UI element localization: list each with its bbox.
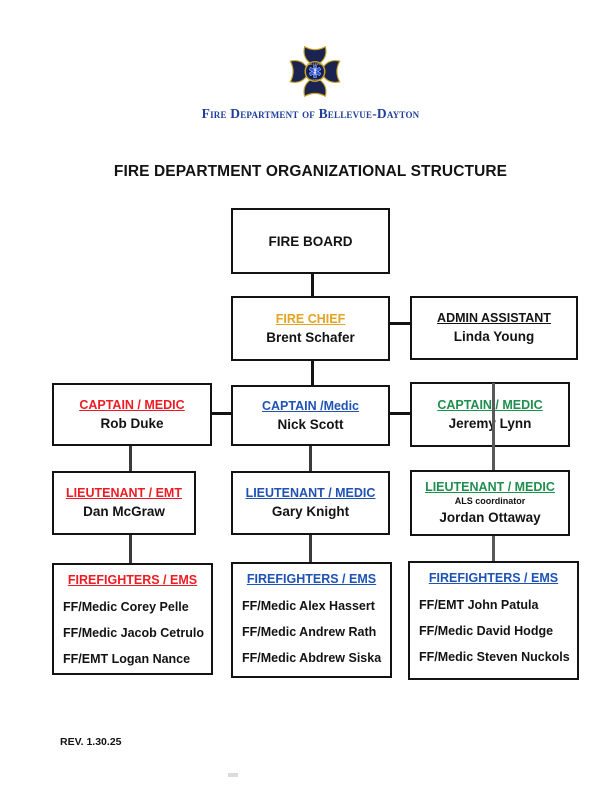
firefighters-box-2: FIREFIGHTERS / EMS FF/Medic Alex Hassert… — [231, 562, 392, 678]
revision-label: REV. 1.30.25 — [60, 736, 122, 748]
firefighter-member: FF/EMT Logan Nance — [63, 652, 191, 666]
lieutenant-name: Gary Knight — [271, 504, 350, 519]
firefighter-member: FF/Medic Alex Hassert — [242, 599, 375, 613]
fire-department-badge-icon: BELLEVUE DAYTON — [286, 45, 344, 98]
firefighters-box-1: FIREFIGHTERS / EMS FF/Medic Corey Pelle … — [52, 563, 213, 675]
connector-captain3-lt3 — [492, 383, 495, 470]
firefighter-member: FF/Medic Abdrew Siska — [242, 651, 382, 665]
captain-name: Nick Scott — [277, 416, 344, 432]
connector-chief-captain — [311, 361, 314, 385]
connector-captain1-lt1 — [129, 446, 132, 471]
captain-title: CAPTAIN / MEDIC — [437, 397, 543, 412]
firefighters-member-list: FF/Medic Corey Pelle FF/Medic Jacob Cetr… — [54, 594, 211, 672]
lieutenant-box-3: LIEUTENANT / MEDIC ALS coordinator Jorda… — [410, 470, 570, 536]
fire-board-title: FIRE BOARD — [268, 233, 353, 249]
admin-assistant-title: ADMIN ASSISTANT — [437, 311, 551, 325]
firefighter-member: FF/Medic David Hodge — [419, 624, 554, 638]
connector-lt2-ff2 — [309, 535, 312, 562]
connector-board-chief — [311, 274, 314, 296]
firefighter-member: FF/Medic Corey Pelle — [63, 600, 189, 614]
captain-box-3: CAPTAIN / MEDIC Jeremy Lynn — [410, 382, 570, 447]
page-title: FIRE DEPARTMENT ORGANIZATIONAL STRUCTURE — [113, 163, 508, 180]
firefighters-box-3: FIREFIGHTERS / EMS FF/EMT John Patula FF… — [408, 561, 579, 680]
firefighter-member: FF/Medic Andrew Rath — [242, 625, 377, 639]
fire-chief-name: Brent Schafer — [266, 329, 355, 345]
connector-lt3-ff3 — [492, 536, 495, 561]
lieutenant-title: LIEUTENANT / MEDIC — [245, 486, 376, 500]
firefighters-title: FIREFIGHTERS / EMS — [246, 572, 377, 586]
fire-chief-box: FIRE CHIEF Brent Schafer — [231, 296, 390, 361]
connector-chief-admin — [390, 322, 410, 325]
lieutenant-name: Jordan Ottaway — [439, 510, 541, 525]
connector-captain2-lt2 — [309, 446, 312, 471]
fire-chief-title: FIRE CHIEF — [275, 311, 346, 326]
captain-box-1: CAPTAIN / MEDIC Rob Duke — [52, 383, 212, 446]
firefighters-title: FIREFIGHTERS / EMS — [67, 573, 198, 587]
firefighters-title: FIREFIGHTERS / EMS — [428, 571, 559, 585]
firefighter-member: FF/Medic Jacob Cetrulo — [63, 626, 204, 640]
page-artifact — [228, 773, 238, 777]
connector-captain-right — [390, 412, 410, 415]
captain-name: Rob Duke — [100, 415, 164, 431]
lieutenant-box-2: LIEUTENANT / MEDIC Gary Knight — [231, 471, 390, 535]
captain-title: CAPTAIN /Medic — [262, 398, 359, 413]
firefighter-member: FF/Medic Steven Nuckols — [419, 650, 570, 664]
firefighters-member-list: FF/EMT John Patula FF/Medic David Hodge … — [410, 592, 577, 670]
admin-assistant-name: Linda Young — [453, 329, 535, 344]
lieutenant-title: LIEUTENANT / EMT — [66, 486, 182, 500]
lieutenant-box-1: LIEUTENANT / EMT Dan McGraw — [52, 471, 196, 535]
lieutenant-title: LIEUTENANT / MEDIC — [425, 480, 555, 494]
badge-top-text: BELLEVUE — [307, 63, 322, 66]
captain-name: Jeremy Lynn — [448, 415, 532, 431]
captain-box-2: CAPTAIN /Medic Nick Scott — [231, 385, 390, 446]
lieutenant-name: Dan McGraw — [83, 504, 165, 519]
admin-assistant-box: ADMIN ASSISTANT Linda Young — [410, 296, 578, 360]
captain-title: CAPTAIN / MEDIC — [79, 397, 185, 412]
firefighter-member: FF/EMT John Patula — [419, 598, 539, 612]
connector-lt1-ff1 — [129, 535, 132, 563]
firefighters-member-list: FF/Medic Alex Hassert FF/Medic Andrew Ra… — [233, 593, 390, 671]
connector-captain-left — [211, 412, 231, 415]
lieutenant-subtitle: ALS coordinator — [454, 496, 526, 506]
fire-board-box: FIRE BOARD — [231, 208, 390, 274]
badge-bottom-text: DAYTON — [309, 79, 321, 82]
organization-name: Fire Department of Bellevue-Dayton — [201, 106, 420, 121]
